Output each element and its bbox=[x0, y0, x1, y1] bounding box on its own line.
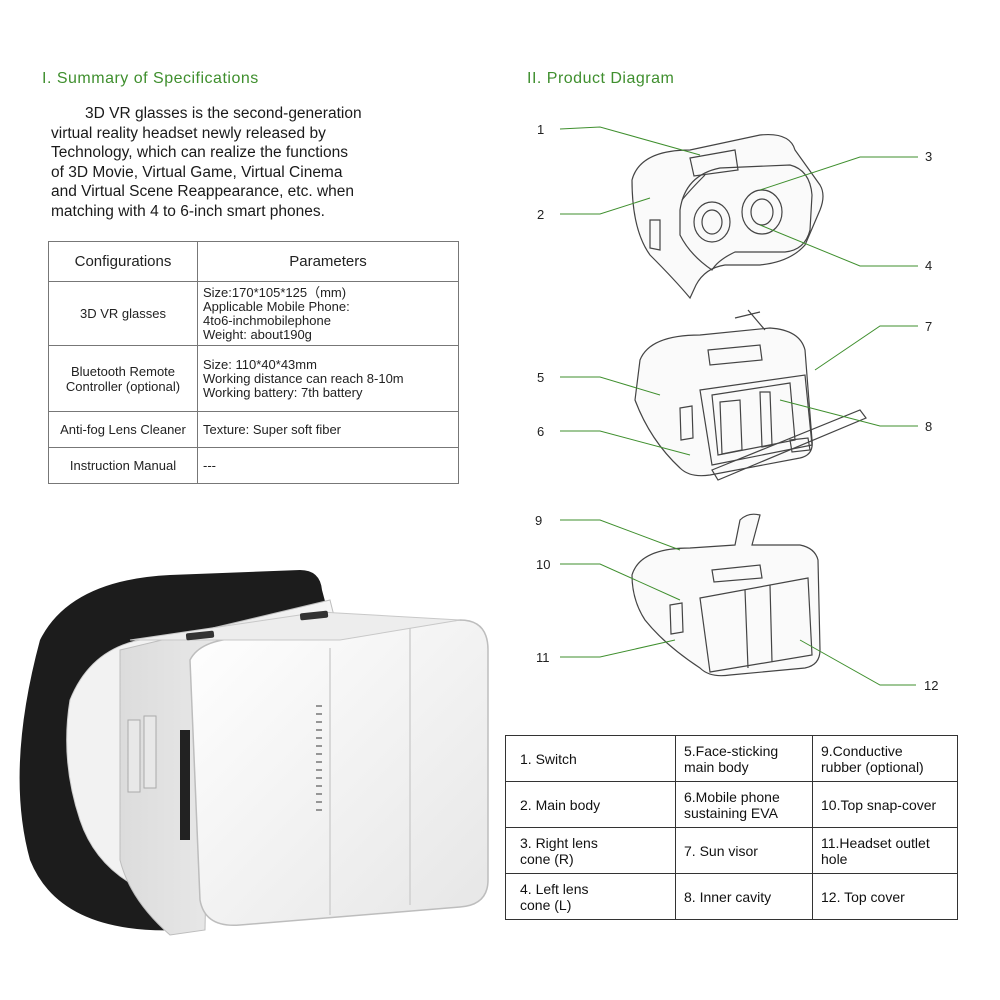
callout-7: 7 bbox=[925, 319, 932, 334]
front-cover bbox=[189, 619, 489, 927]
config-cell: Anti-fog Lens Cleaner bbox=[48, 411, 198, 448]
part-label: 3. Right lens cone (R) bbox=[520, 834, 598, 867]
callout-9: 9 bbox=[535, 513, 542, 528]
part-label: 8. Inner cavity bbox=[684, 888, 772, 905]
diagram-heading: II. Product Diagram bbox=[527, 70, 675, 87]
part-cell: 11.Headset outlet hole bbox=[812, 827, 958, 874]
part-label: 7. Sun visor bbox=[684, 842, 758, 859]
part-cell: 5.Face-sticking main body bbox=[675, 735, 813, 782]
diagram-headset-open bbox=[634, 309, 867, 481]
side-port-2 bbox=[143, 715, 157, 789]
callout-12: 12 bbox=[924, 678, 938, 693]
parameters-header: Parameters bbox=[197, 241, 459, 282]
summary-text: 3D VR glasses is the second-generation v… bbox=[51, 105, 362, 220]
part-cell: 9.Conductive rubber (optional) bbox=[812, 735, 958, 782]
part-cell: 8. Inner cavity bbox=[675, 873, 813, 920]
callout-11: 11 bbox=[536, 650, 550, 665]
params-cell: --- bbox=[197, 447, 459, 484]
parts-legend-table: 1. Switch 5.Face-sticking main body 9.Co… bbox=[505, 735, 958, 920]
callout-2: 2 bbox=[537, 207, 544, 222]
callout-3: 3 bbox=[925, 149, 932, 164]
diagram-headset-closed bbox=[631, 513, 821, 677]
leader-lines bbox=[559, 126, 918, 686]
callout-5: 5 bbox=[537, 370, 544, 385]
phone-slot bbox=[180, 730, 190, 840]
table-row: 1. Switch 5.Face-sticking main body 9.Co… bbox=[505, 735, 958, 782]
table-row: 3. Right lens cone (R) 7. Sun visor 11.H… bbox=[505, 827, 958, 874]
config-cell: Instruction Manual bbox=[48, 447, 198, 484]
part-cell: 10.Top snap-cover bbox=[812, 781, 958, 828]
configurations-header: Configurations bbox=[48, 241, 198, 282]
part-cell: 7. Sun visor bbox=[675, 827, 813, 874]
spec-header-row: Configurations Parameters bbox=[48, 241, 459, 282]
table-row: 3D VR glasses Size:170*105*125（mm) Appli… bbox=[48, 281, 459, 346]
table-row: Instruction Manual --- bbox=[48, 447, 459, 484]
part-label: 11.Headset outlet hole bbox=[821, 834, 930, 867]
config-cell: Bluetooth Remote Controller (optional) bbox=[48, 345, 198, 412]
part-cell: 12. Top cover bbox=[812, 873, 958, 920]
callout-6: 6 bbox=[537, 424, 544, 439]
callout-8: 8 bbox=[925, 419, 932, 434]
part-cell: 4. Left lens cone (L) bbox=[505, 873, 676, 920]
vr-headset-photo bbox=[19, 570, 489, 936]
summary-heading: I. Summary of Specifications bbox=[42, 70, 259, 87]
callout-1: 1 bbox=[537, 122, 544, 137]
specifications-table: Configurations Parameters 3D VR glasses … bbox=[48, 241, 459, 484]
part-cell: 6.Mobile phone sustaining EVA bbox=[675, 781, 813, 828]
part-label: 1. Switch bbox=[520, 750, 577, 767]
table-row: 4. Left lens cone (L) 8. Inner cavity 12… bbox=[505, 873, 958, 920]
part-cell: 1. Switch bbox=[505, 735, 676, 782]
part-label: 9.Conductive rubber (optional) bbox=[821, 742, 924, 775]
table-row: Anti-fog Lens Cleaner Texture: Super sof… bbox=[48, 411, 459, 448]
callout-4: 4 bbox=[925, 258, 932, 273]
params-cell: Size:170*105*125（mm) Applicable Mobile P… bbox=[197, 281, 459, 346]
part-cell: 3. Right lens cone (R) bbox=[505, 827, 676, 874]
part-cell: 2. Main body bbox=[505, 781, 676, 828]
vent-slots bbox=[316, 705, 322, 811]
part-label: 6.Mobile phone sustaining EVA bbox=[684, 788, 780, 821]
params-cell: Size: 110*40*43mm Working distance can r… bbox=[197, 345, 459, 412]
part-label: 2. Main body bbox=[520, 796, 601, 813]
switch-knob bbox=[185, 630, 215, 641]
part-label: 12. Top cover bbox=[821, 888, 905, 905]
side-port-1 bbox=[127, 719, 141, 793]
part-label: 4. Left lens cone (L) bbox=[520, 880, 589, 913]
diagram-headset-front bbox=[631, 133, 824, 300]
part-label: 10.Top snap-cover bbox=[821, 796, 937, 813]
part-label: 5.Face-sticking main body bbox=[684, 742, 779, 775]
config-cell: 3D VR glasses bbox=[48, 281, 198, 346]
table-row: 2. Main body 6.Mobile phone sustaining E… bbox=[505, 781, 958, 828]
params-cell: Texture: Super soft fiber bbox=[197, 411, 459, 448]
summary-paragraph: 3D VR glasses is the second-generation v… bbox=[51, 104, 451, 221]
table-row: Bluetooth Remote Controller (optional) S… bbox=[48, 345, 459, 412]
callout-10: 10 bbox=[536, 557, 550, 572]
